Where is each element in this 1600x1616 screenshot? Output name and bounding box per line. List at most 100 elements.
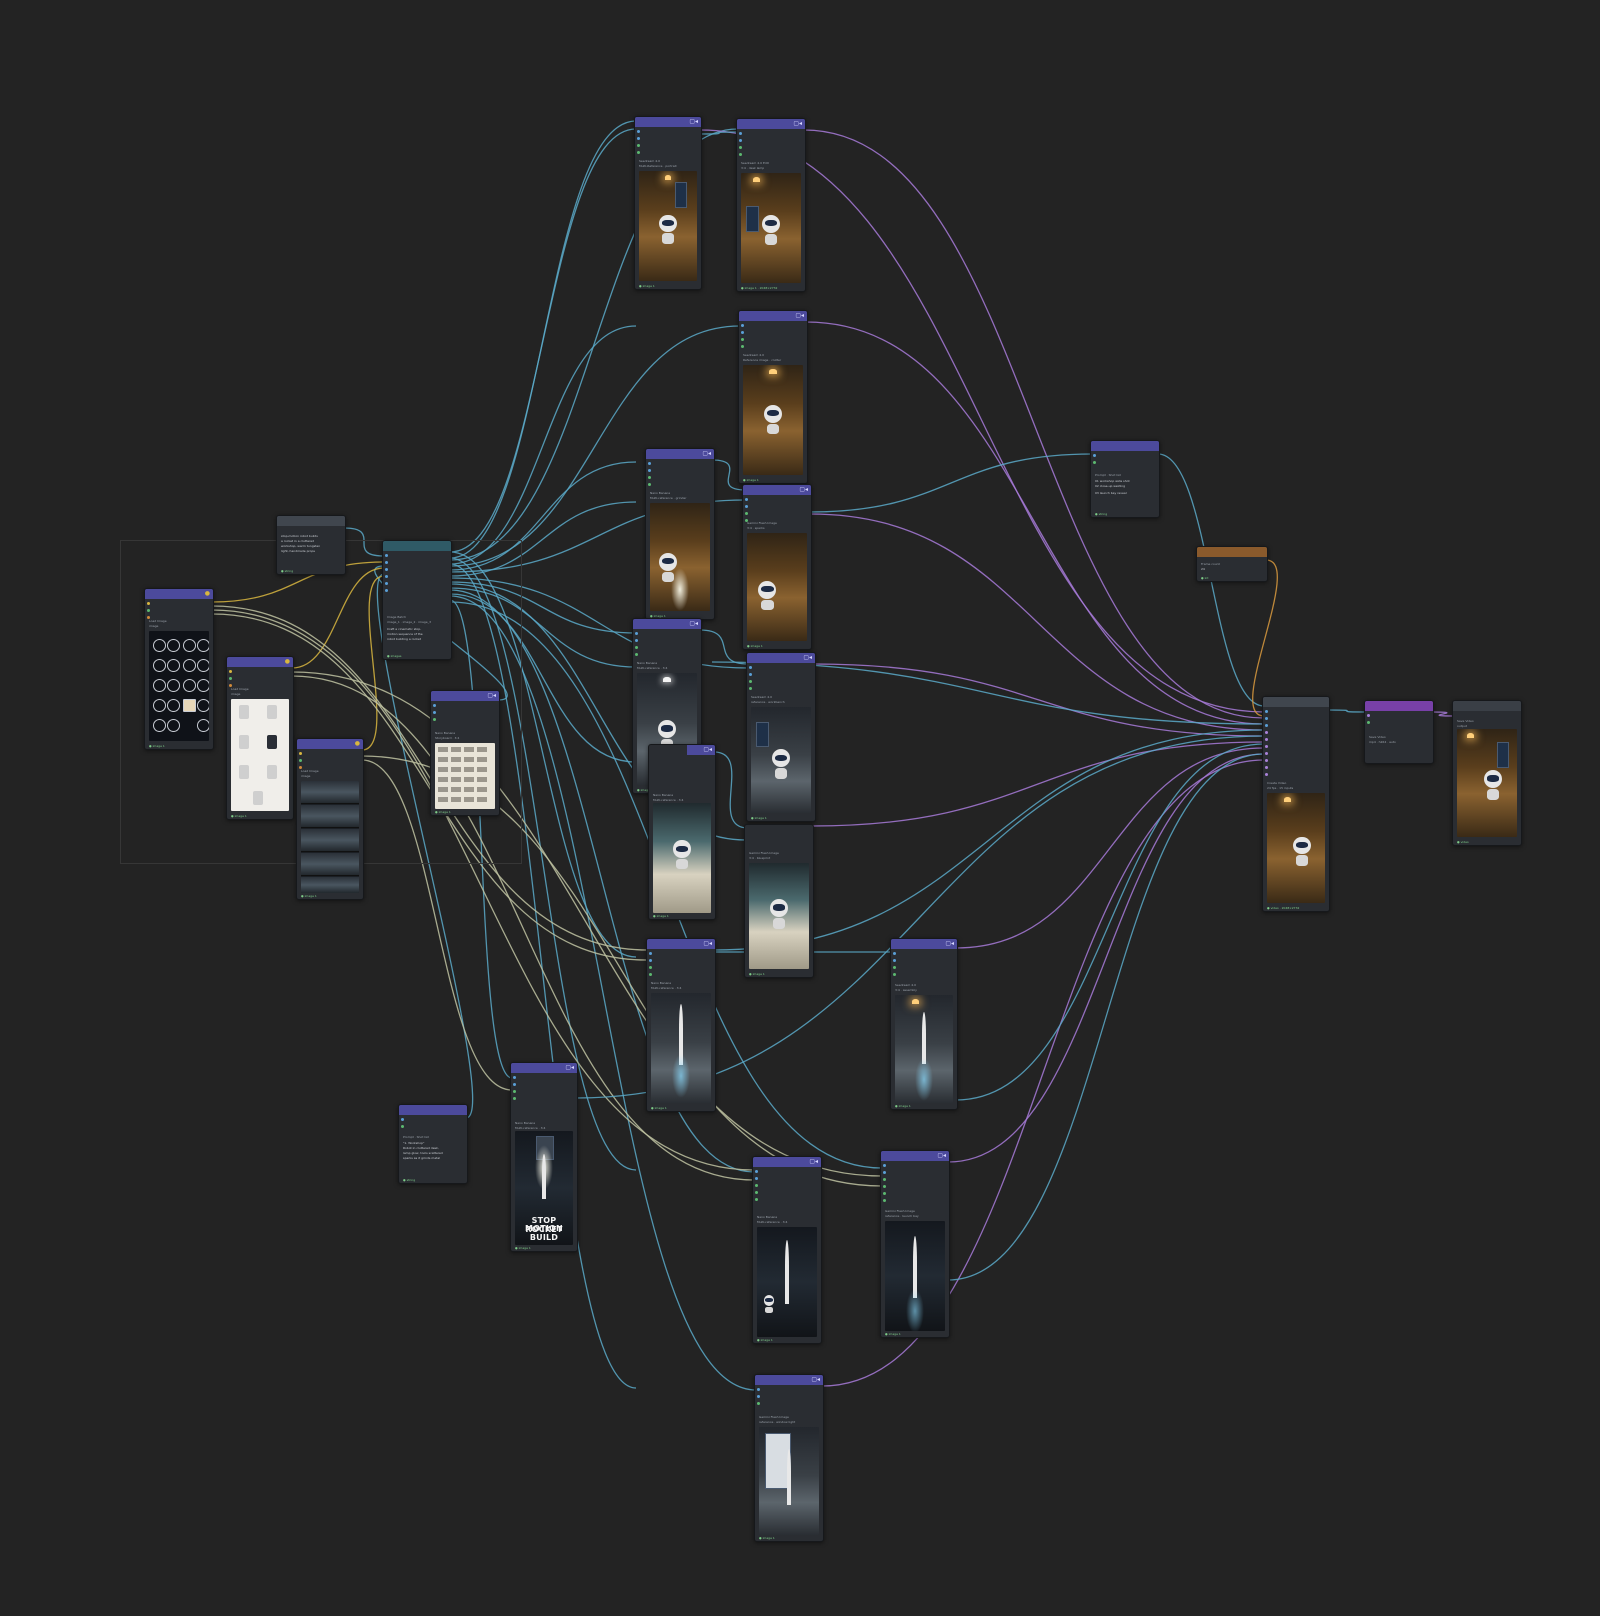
node-header[interactable]: [1197, 547, 1267, 557]
node-subtitle: image: [301, 774, 311, 778]
node-header[interactable]: [1263, 697, 1329, 707]
node-output-image: [653, 803, 711, 913]
node-text-line: image_1 · image_2 · image_3: [387, 620, 431, 624]
node-footer: ● image 1: [749, 972, 765, 976]
node-output-image: [1267, 793, 1325, 903]
node-header[interactable]: ▢◂: [743, 485, 811, 495]
node-n_shelf2[interactable]: ▢◂ Seedream 4.0 reference · workbench ● …: [746, 652, 816, 822]
node-n_ref_rooms[interactable]: ● Load Image image ● image 1: [296, 738, 364, 900]
node-header[interactable]: [277, 516, 345, 526]
node-text-line: "1. Workshop": [403, 1141, 425, 1145]
node-options-icon: ▢◂: [799, 486, 808, 493]
connection-wire: [955, 743, 1265, 1101]
node-footer: ● image 1: [639, 284, 655, 288]
connection-wire: [811, 741, 1265, 827]
node-header[interactable]: ▢◂: [881, 1151, 949, 1161]
node-n_output[interactable]: Save Video output ● video: [1452, 700, 1522, 846]
node-options-icon: ●: [284, 658, 290, 665]
node-header[interactable]: [1091, 441, 1159, 451]
node-subtitle: Seedream 4.0: [751, 695, 772, 699]
node-output-image: [751, 707, 811, 813]
node-header[interactable]: ▢◂: [633, 619, 701, 629]
node-subtitle: reference · workbench: [751, 700, 785, 704]
node-options-icon: ●: [354, 740, 360, 747]
int-value[interactable]: 24: [1201, 567, 1205, 571]
node-text-line: Prompt · Shot list: [403, 1135, 429, 1139]
node-output-image: STOP MOTION ROCKET BUILD: [515, 1131, 573, 1245]
node-n_batch[interactable]: Image Batch image_1 · image_2 · image_3 …: [382, 540, 452, 660]
node-header[interactable]: ▢◂: [646, 449, 714, 459]
node-header[interactable]: ▢◂: [755, 1375, 823, 1385]
node-options-icon: ▢◂: [703, 940, 712, 947]
node-header[interactable]: ▢◂: [891, 939, 957, 949]
node-n_top1[interactable]: ▢◂ Seedream 4.0 Multi-Reference · portra…: [634, 116, 702, 290]
node-n_top2[interactable]: ▢◂ Seedream 4.0 Edit 3:4 · desk lamp ● i…: [736, 118, 806, 292]
node-subtitle: Multi-reference · 3:4: [515, 1126, 546, 1130]
node-n_mid_desk[interactable]: ▢◂ Seedream 4.0 Reference image · clutte…: [738, 310, 808, 484]
node-n_rocket2[interactable]: ▢◂ Gemini Flash Image reference · launch…: [880, 1150, 950, 1338]
node-n_lab2[interactable]: ▢◂ Seedream 4.0 3:4 · assembly ● image 1: [890, 938, 958, 1110]
node-header[interactable]: ▢◂: [647, 939, 715, 949]
connection-wire: [699, 131, 739, 135]
node-n_rocket1[interactable]: ▢◂ Nano Banana Multi-reference · 3:4 ● i…: [752, 1156, 822, 1344]
node-footer: ● video · 2048×2732: [1267, 906, 1300, 910]
node-n_text_right[interactable]: Prompt · Shot list 01 workshop wide shot…: [1090, 440, 1160, 518]
node-header[interactable]: ▢◂: [431, 691, 499, 701]
node-subtitle: Save Video: [1457, 719, 1474, 723]
node-header[interactable]: ▢◂: [687, 745, 715, 755]
node-header[interactable]: ▢◂: [635, 117, 701, 127]
node-subtitle: image: [231, 692, 241, 696]
node-n_int[interactable]: Frame count 24 ● int: [1196, 546, 1268, 582]
node-n_ref_views[interactable]: ● Load Image image ● image 1: [226, 656, 294, 820]
node-n_blue2[interactable]: Gemini Flash Image 3:4 · blueprint ● ima…: [744, 824, 814, 978]
node-n_save_cfg[interactable]: Save Video mp4 · h264 · auto: [1364, 700, 1434, 764]
node-options-icon: ▢◂: [565, 1064, 574, 1071]
node-text-line: mp4 · h264 · auto: [1369, 740, 1396, 744]
node-footer: ● image 1: [759, 1536, 775, 1540]
node-n_prompt_note[interactable]: stop-motion robot builds a rocket in a c…: [276, 515, 346, 575]
node-options-icon: ●: [204, 590, 210, 597]
node-n_spark1[interactable]: ▢◂ Nano Banana Multi-reference · grinder…: [645, 448, 715, 620]
node-header[interactable]: ▢◂: [739, 311, 807, 321]
node-n_text_left[interactable]: Prompt · Shot list "1. Workshop" Robot i…: [398, 1104, 468, 1184]
node-subtitle: 3:4 · sparks: [747, 526, 765, 530]
node-footer: ● image 1: [651, 1106, 667, 1110]
node-subtitle: Storyboard · 3:4: [435, 736, 460, 740]
node-header[interactable]: [399, 1105, 467, 1115]
connection-wire: [1327, 709, 1367, 713]
node-output-image: [149, 631, 209, 741]
node-n_lab1[interactable]: ▢◂ Nano Banana Multi-reference · 3:4 ● i…: [646, 938, 716, 1112]
node-header[interactable]: ▢◂: [753, 1157, 821, 1167]
node-n_poster[interactable]: ▢◂ Nano Banana Multi-reference · 3:4 STO…: [510, 1062, 578, 1252]
node-header[interactable]: ▢◂: [511, 1063, 577, 1073]
node-n_ref_sheet[interactable]: ● Load Image image ● image 1: [144, 588, 214, 750]
node-header[interactable]: ▢◂: [737, 119, 805, 129]
node-header[interactable]: ●: [145, 589, 213, 599]
node-n_blue1[interactable]: ▢◂ Nano Banana Multi-reference · 3:4 ● i…: [648, 744, 716, 920]
node-footer: ● int: [1201, 576, 1209, 580]
node-subtitle: Nano Banana: [651, 981, 672, 985]
node-header[interactable]: [383, 541, 451, 551]
node-n_storyboard[interactable]: ▢◂ Nano Banana Storyboard · 3:4 ● image …: [430, 690, 500, 816]
node-subtitle: Gemini Flash Image: [885, 1209, 915, 1213]
node-subtitle: reference · launch bay: [885, 1214, 919, 1218]
node-header[interactable]: ●: [227, 657, 293, 667]
node-header[interactable]: ▢◂: [747, 653, 815, 663]
node-footer: ● video: [1457, 840, 1469, 844]
node-output-image: [650, 503, 710, 611]
node-n_spark2[interactable]: ▢◂ Gemini Flash Image 3:4 · sparks ● ima…: [742, 484, 812, 650]
node-options-icon: ▢◂: [689, 118, 698, 125]
node-text-line: Craft a cinematic stop-: [387, 627, 422, 631]
connection-wire: [809, 453, 1093, 513]
connection-wire: [449, 128, 637, 553]
node-header[interactable]: ●: [297, 739, 363, 749]
node-n_bottom[interactable]: ▢◂ Gemini Flash Image reference · window…: [754, 1374, 824, 1542]
node-header[interactable]: [1453, 701, 1521, 711]
node-footer: ● image 1: [301, 894, 317, 898]
node-options-icon: ▢◂: [945, 940, 954, 947]
node-n_combine[interactable]: Create Video 24 fps · 15 inputs ● video …: [1262, 696, 1330, 912]
connection-wire: [803, 129, 1265, 719]
node-subtitle: Load Image: [301, 769, 319, 773]
node-header[interactable]: [1365, 701, 1433, 711]
